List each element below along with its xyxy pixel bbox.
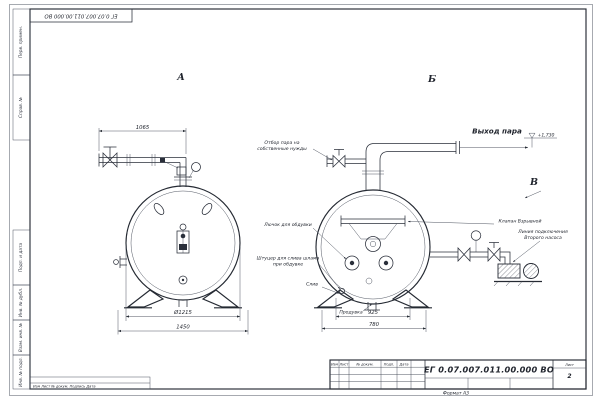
side-field-inv-podl: Инв. № подл. xyxy=(18,357,24,387)
annotations: Выход пара +1,730 Отбор пара на собствен… xyxy=(257,127,568,316)
leg-a-right xyxy=(201,289,240,308)
view-b-dimensions: 925 780 xyxy=(321,298,427,332)
view-v-direction-arrow xyxy=(524,190,542,199)
view-letters: А Б В xyxy=(176,72,542,199)
side-field-perv-primen: Перв. примен. xyxy=(18,26,24,58)
dim-b-lower: 780 xyxy=(369,322,380,328)
format-label: Формат А3 xyxy=(443,391,469,397)
sheet-border-frame: Перв. примен. Справ. № Подп. и дата Инв.… xyxy=(9,4,593,396)
level-gauge-device xyxy=(176,223,190,254)
titleblock-sheet-number: 2 xyxy=(567,373,571,380)
center-manhole xyxy=(365,236,381,252)
own-needs-tap-valve xyxy=(326,149,366,168)
side-nozzle-a xyxy=(113,256,127,268)
safety-valve xyxy=(160,158,187,176)
view-b-steam-riser xyxy=(326,132,557,191)
view-a-letter: А xyxy=(176,72,185,83)
side-field-sprav-no: Справ. № xyxy=(18,97,24,118)
steam-outlet-label: Выход пара xyxy=(472,127,522,136)
leg-b-left xyxy=(316,289,355,308)
blowdown-label: Продувка xyxy=(339,310,363,316)
sludge-label-line2: при обдувке xyxy=(273,262,303,268)
pressure-gauge-a xyxy=(188,162,201,179)
blow-hatch-label: Лючок для обдувки xyxy=(263,222,311,228)
blowdown-stub xyxy=(364,302,380,311)
gate-valve-b xyxy=(487,242,501,262)
drain-label: Слив xyxy=(306,282,318,288)
view-a-vessel xyxy=(113,185,242,309)
top-inverted-stamp: ЕГ 0.07.007.011.00.000 ВО xyxy=(29,8,133,23)
dim-vessel-diameter: Ø1215 xyxy=(173,309,192,316)
dim-leg-span: 1450 xyxy=(176,325,190,331)
pump-body xyxy=(497,263,521,279)
view-b-pump-piping xyxy=(430,230,542,287)
view-b-vessel xyxy=(314,189,432,311)
explosion-valve-assembly xyxy=(340,215,406,240)
leg-a-left xyxy=(126,289,165,308)
titleblock-sheet-label: Лист xyxy=(564,363,575,367)
pump-motor xyxy=(523,263,539,279)
view-a-top-piping xyxy=(98,146,201,187)
sludge-label-line1: Штуцер для слива шлама xyxy=(257,256,320,262)
explosion-valve-label: Клапан Взрывной xyxy=(499,219,542,225)
lifting-lug-left xyxy=(153,203,165,215)
titleblock-col-podp: Подп. xyxy=(384,362,395,366)
titleblock-col-list: Лист xyxy=(339,362,350,366)
dim-b-upper: 925 xyxy=(368,310,379,316)
titleblock-col-data: Дата xyxy=(398,362,408,366)
view-a-dimensions: 1065 Ø1215 1450 xyxy=(98,125,249,335)
pump-line-label-line1: Линия подключения xyxy=(517,229,568,235)
side-field-podp-data: Подп. и дата xyxy=(18,243,24,273)
stamp-doc-number: ЕГ 0.07.007.011.00.000 ВО xyxy=(44,13,117,19)
elevation-mark xyxy=(524,132,557,148)
elevation-label: +1,730 xyxy=(537,132,554,138)
check-valve xyxy=(457,247,471,262)
side-field-vzam-inv: Взам. инв. № xyxy=(18,322,24,352)
sight-glass-right xyxy=(378,255,394,271)
gate-valve-a xyxy=(102,146,118,168)
steam-tap-label-line1: Отбор пара на xyxy=(264,140,299,146)
title-block: Изм Лист № докум. Подп. Дата ЕГ 0.07.007… xyxy=(329,359,587,397)
pump-line-label-line2: Второго насоса xyxy=(524,235,562,241)
titleblock-doc-number: ЕГ 0.07.007.011.00.000 ВО xyxy=(424,365,554,375)
bottom-fitting-a xyxy=(178,275,188,285)
titleblock-col-izm: Изм xyxy=(331,362,338,366)
dim-pipe-length: 1065 xyxy=(136,125,150,131)
side-field-inv-dubl: Инв. № дубл. xyxy=(18,288,24,317)
sight-glass-left xyxy=(344,255,360,271)
titleblock-col-dokum: № докум. xyxy=(355,362,373,366)
view-v-letter: В xyxy=(529,177,538,188)
revision-columns-label: Изм Лист № докум. Подпись Дата xyxy=(33,385,96,389)
pressure-gauge-b xyxy=(470,230,482,241)
leg-b-right xyxy=(391,289,430,308)
lifting-lug-right xyxy=(201,203,213,215)
steam-tap-label-line2: собственные нужды xyxy=(257,146,307,152)
revision-strip: Изм Лист № докум. Подпись Дата xyxy=(29,376,151,390)
view-b-letter: Б xyxy=(427,74,436,85)
